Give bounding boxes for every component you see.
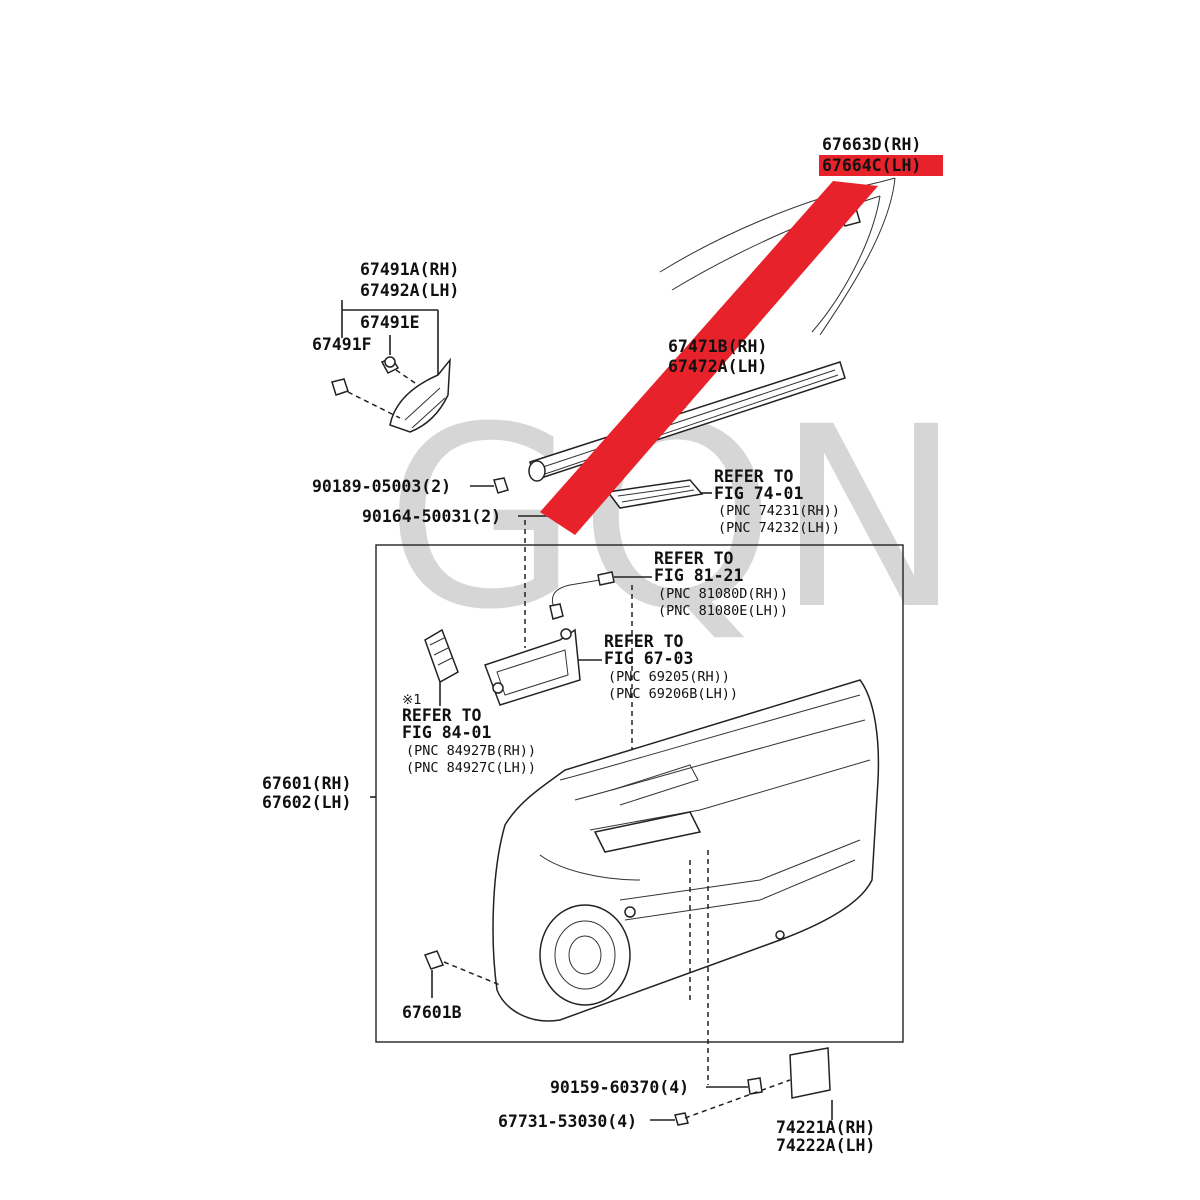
label-90189: 90189-05003(2) bbox=[312, 477, 451, 496]
label-ref84-line4: (PNC 84927C(LH)) bbox=[406, 760, 536, 776]
lower-clip-parts bbox=[650, 850, 833, 1126]
label-67471b: 67471B(RH) bbox=[668, 337, 767, 356]
label-ref84-line3: (PNC 84927B(RH)) bbox=[406, 743, 536, 759]
label-67491e: 67491E bbox=[360, 313, 420, 332]
label-74222a: 74222A(LH) bbox=[776, 1136, 875, 1155]
label-ref74-line1: REFER TO bbox=[714, 467, 794, 486]
wire-harness-part bbox=[549, 571, 652, 820]
label-67492a: 67492A(LH) bbox=[360, 281, 459, 300]
clip-parts bbox=[470, 477, 548, 648]
label-ref81-line1: REFER TO bbox=[654, 549, 734, 568]
label-90159: 90159-60370(4) bbox=[550, 1078, 689, 1097]
label-ref74-line4: (PNC 74232(LH)) bbox=[718, 520, 840, 536]
label-ref67-line3: (PNC 69205(RH)) bbox=[608, 669, 730, 685]
label-67602: 67602(LH) bbox=[262, 793, 351, 812]
switch-part bbox=[424, 628, 459, 706]
label-ref84-line2: FIG 84-01 bbox=[402, 723, 491, 742]
label-ref74-line3: (PNC 74231(RH)) bbox=[718, 503, 840, 519]
label-90164: 90164-50031(2) bbox=[362, 507, 501, 526]
red-pointer-arrow bbox=[540, 181, 878, 535]
label-ref81-line2: FIG 81-21 bbox=[654, 566, 743, 585]
label-ref81-line3: (PNC 81080D(RH)) bbox=[658, 586, 788, 602]
label-67664c: 67664C(LH) bbox=[822, 156, 921, 175]
highlight-box bbox=[819, 155, 943, 176]
mirror-bracket-part bbox=[331, 300, 451, 433]
label-ref67-line2: FIG 67-03 bbox=[604, 649, 693, 668]
panel-group-box bbox=[375, 544, 904, 1043]
label-74221a: 74221A(RH) bbox=[776, 1118, 875, 1137]
label-67601: 67601(RH) bbox=[262, 774, 351, 793]
inside-handle-part bbox=[484, 628, 602, 706]
door-trim-panel-part bbox=[370, 679, 880, 1022]
label-ref67-line4: (PNC 69206B(LH)) bbox=[608, 686, 738, 702]
label-ref67-line1: REFER TO bbox=[604, 632, 684, 651]
label-ref81-line4: (PNC 81080E(LH)) bbox=[658, 603, 788, 619]
label-67601b: 67601B bbox=[402, 1003, 462, 1022]
label-67491f: 67491F bbox=[312, 335, 372, 354]
clip-67601b-part bbox=[423, 950, 501, 998]
switch-bezel-part bbox=[606, 479, 712, 509]
label-67491a: 67491A(RH) bbox=[360, 260, 459, 279]
label-ref74-line2: FIG 74-01 bbox=[714, 484, 803, 503]
label-67663d: 67663D(RH) bbox=[822, 135, 921, 154]
label-note1: ※1 bbox=[402, 692, 421, 708]
label-67472a: 67472A(LH) bbox=[668, 357, 767, 376]
label-67731: 67731-53030(4) bbox=[498, 1112, 637, 1131]
label-ref84-line1: REFER TO bbox=[402, 706, 482, 725]
